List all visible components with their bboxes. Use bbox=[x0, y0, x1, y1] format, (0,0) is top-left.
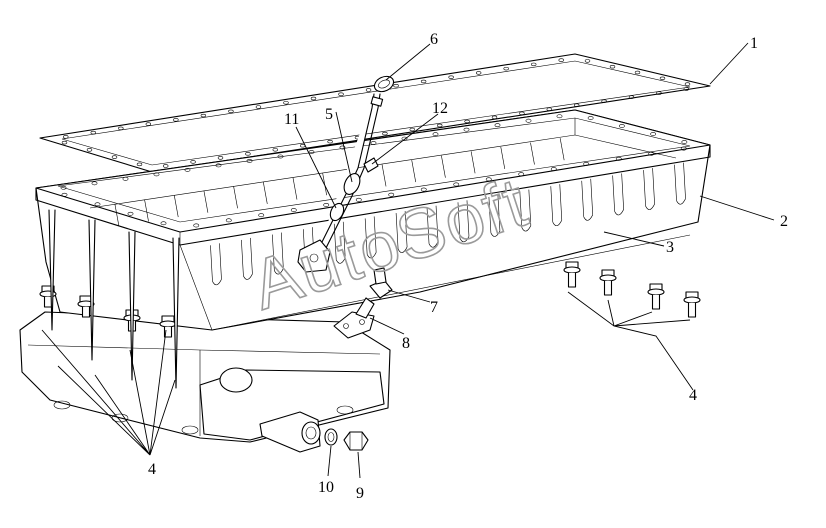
callout-1: 1 bbox=[750, 35, 758, 52]
flange-bolt bbox=[683, 291, 701, 318]
callout-4-right: 4 bbox=[689, 387, 697, 404]
callout-10: 10 bbox=[318, 479, 334, 496]
leader-lines bbox=[41, 42, 775, 479]
callout-2: 2 bbox=[780, 213, 788, 230]
callout-5: 5 bbox=[325, 106, 333, 123]
callout-12: 12 bbox=[432, 100, 448, 117]
callout-6: 6 bbox=[430, 31, 438, 48]
callout-4-left: 4 bbox=[148, 461, 156, 478]
oil-pan-gasket bbox=[39, 53, 711, 173]
callout-7: 7 bbox=[430, 299, 438, 316]
flange-bolt bbox=[599, 269, 617, 296]
flange-bolt bbox=[647, 283, 665, 310]
flange-bolt bbox=[77, 295, 95, 318]
sensor-fitting bbox=[333, 267, 393, 339]
callout-3: 3 bbox=[666, 239, 674, 256]
oil-pan-body bbox=[19, 109, 711, 453]
drain-plug bbox=[324, 428, 369, 451]
callout-11: 11 bbox=[284, 111, 299, 128]
callout-9: 9 bbox=[356, 485, 364, 502]
flange-bolts bbox=[39, 209, 701, 389]
callout-labels: 1 2 3 4 4 5 6 7 8 9 10 11 12 bbox=[148, 31, 788, 502]
flange-bolt bbox=[159, 315, 177, 338]
flange-bolt bbox=[563, 261, 581, 288]
flange-bolt bbox=[39, 285, 57, 308]
callout-8: 8 bbox=[402, 335, 410, 352]
